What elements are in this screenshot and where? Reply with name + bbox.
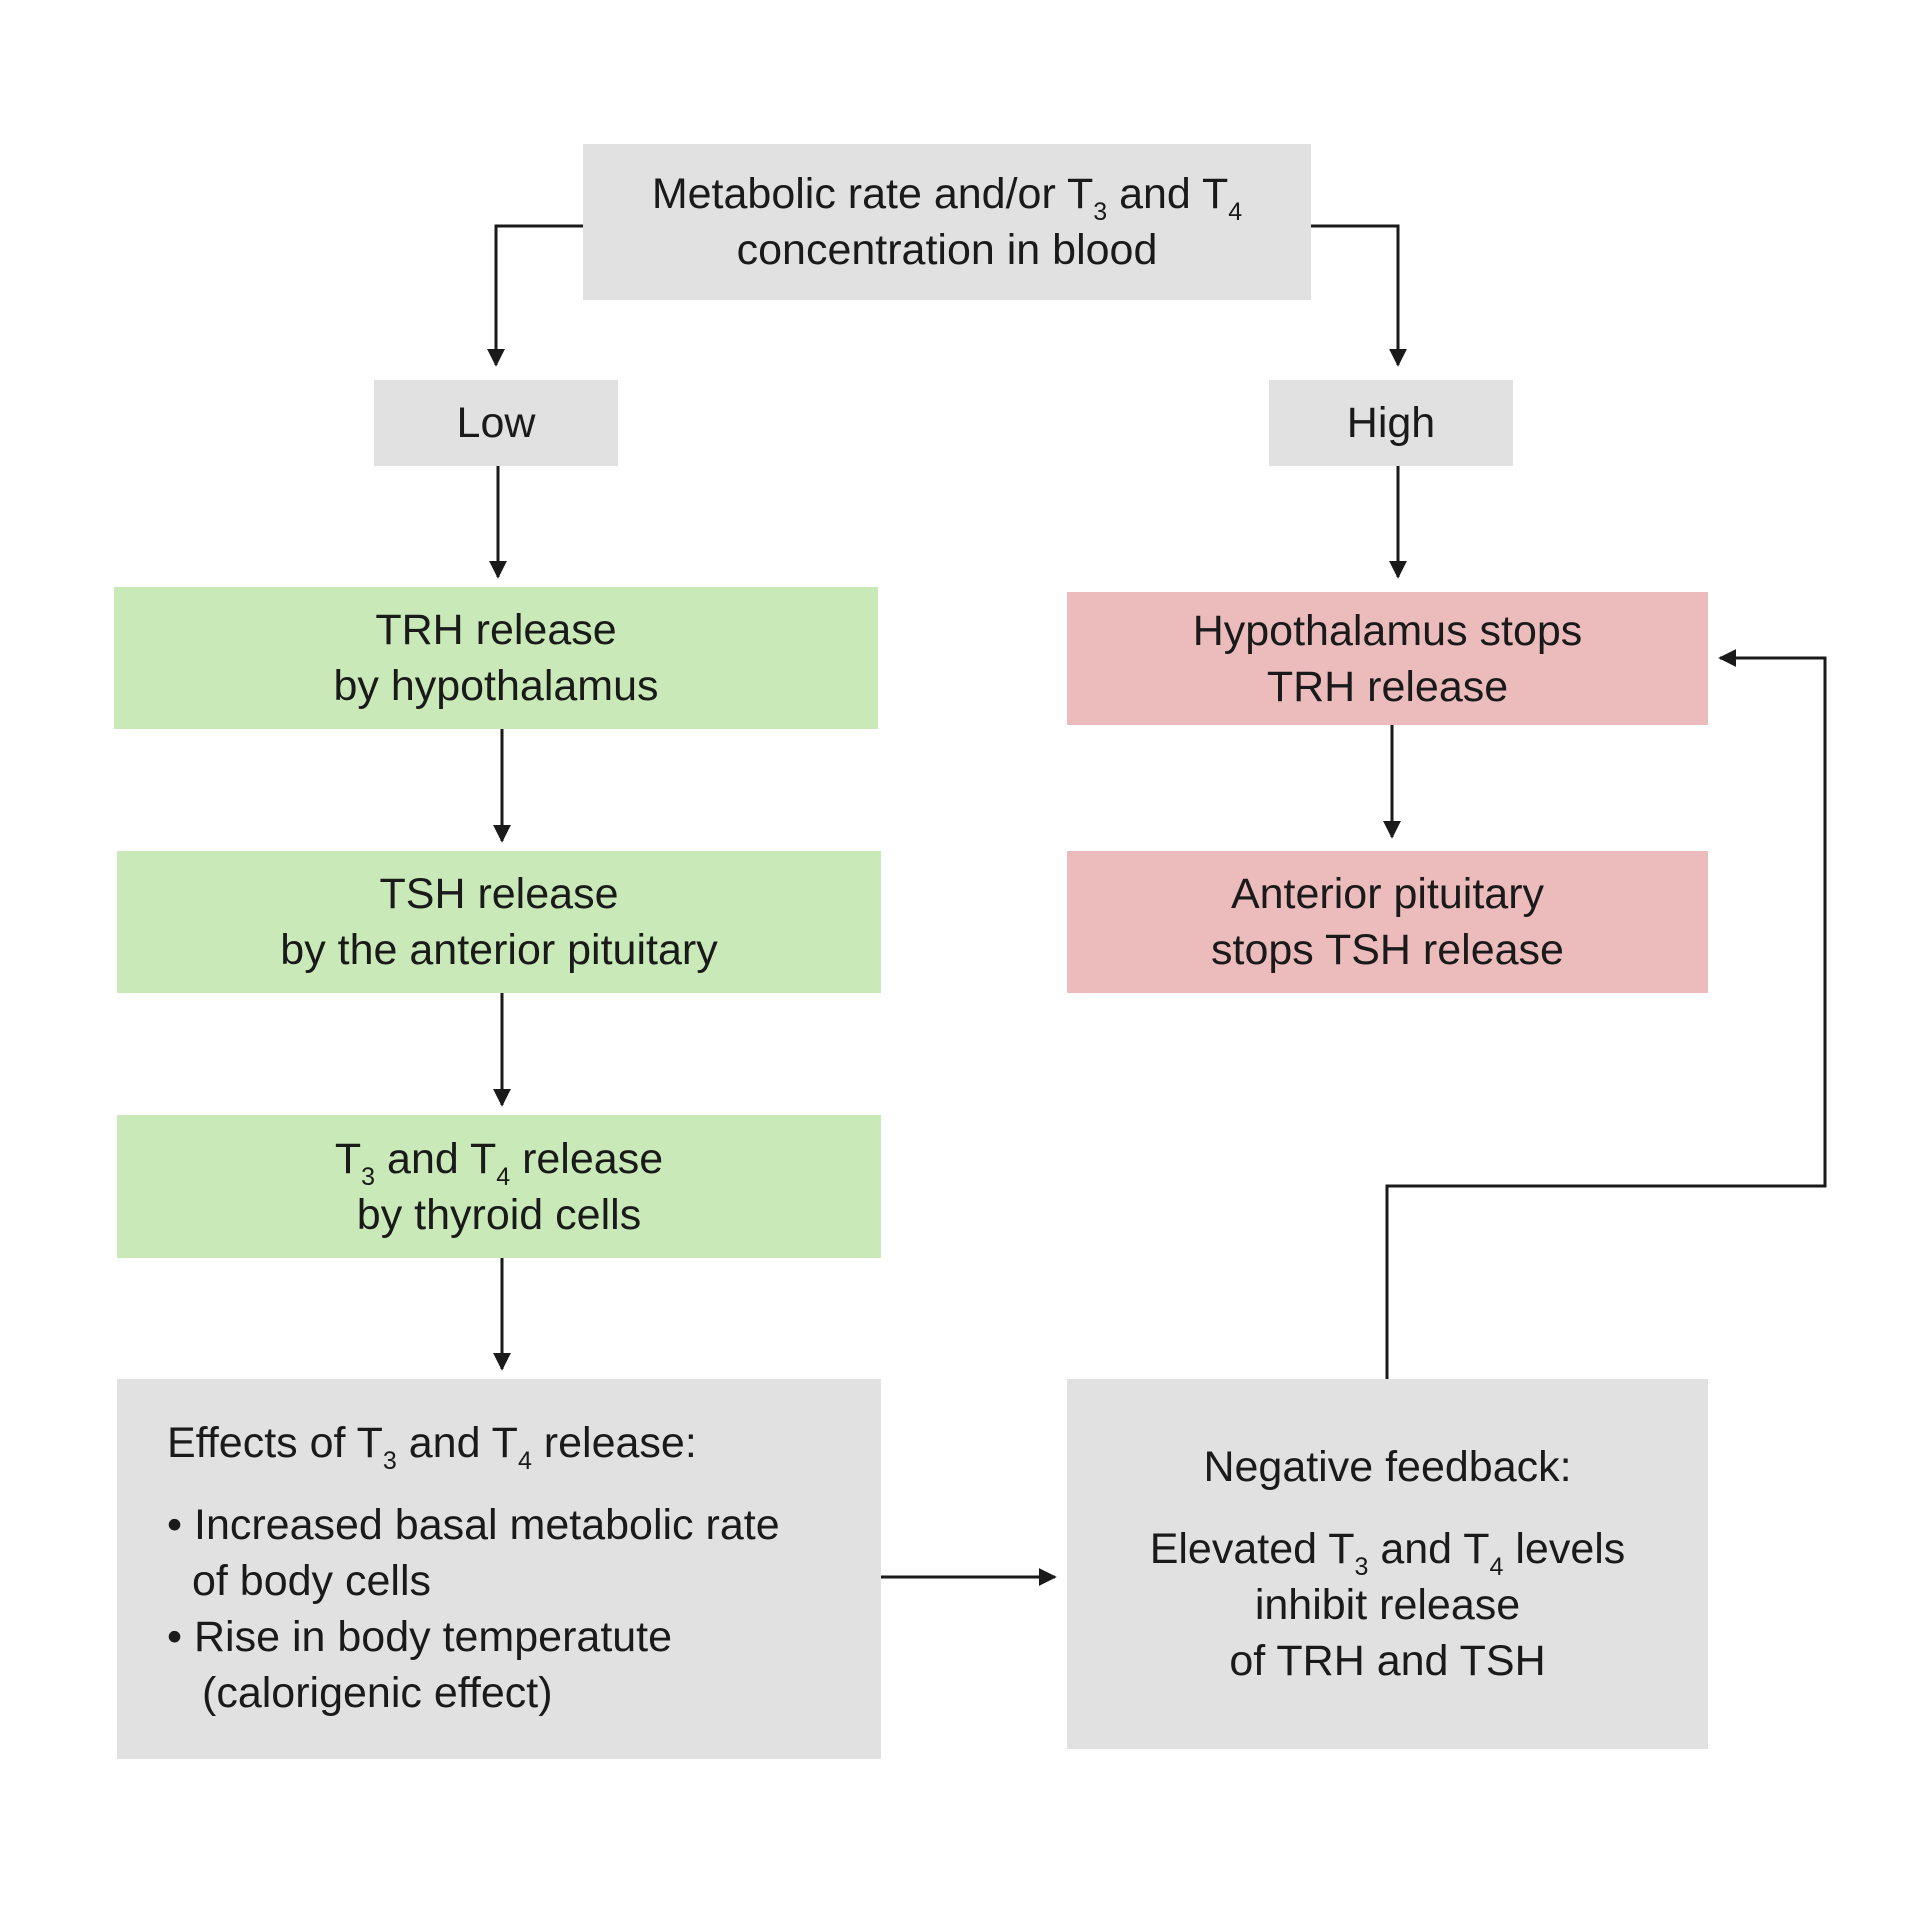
arrow-feedback-loop [1385, 649, 1827, 1379]
pituitary-stops-line-1: Anterior pituitary [1230, 870, 1545, 918]
metabolic-rate-line-1: Metabolic rate and/or T3 and T4 [651, 170, 1243, 226]
metabolic-rate-box: Metabolic rate and/or T3 and T4 concentr… [583, 144, 1311, 300]
hypothalamus-stops-line-1: Hypothalamus stops [1192, 606, 1583, 655]
negative-feedback-heading: Negative feedback: [1203, 1443, 1572, 1491]
high-box: High [1269, 380, 1513, 466]
effects-bullet-2-cont: (calorigenic effect) [202, 1669, 553, 1717]
effects-bullet-1: • Increased basal metabolic rate [167, 1501, 780, 1549]
negative-feedback-box: Negative feedback: Elevated T3 and T4 le… [1067, 1379, 1708, 1749]
t3-t4-release-line-1: T3 and T4 release [334, 1134, 664, 1191]
low-label: Low [456, 399, 536, 447]
tsh-release-box: TSH release by the anterior pituitary [117, 851, 881, 993]
trh-release-line-2: by hypothalamus [333, 662, 659, 710]
high-label: High [1346, 399, 1436, 447]
arrow-top-to-low [487, 224, 583, 367]
tsh-release-line-1: TSH release [379, 870, 619, 918]
hypothalamus-stops-box: Hypothalamus stops TRH release [1067, 592, 1708, 725]
effects-bullet-2: • Rise in body temperatute [167, 1613, 673, 1661]
effects-box: Effects of T3 and T4 release: • Increase… [117, 1379, 881, 1759]
trh-release-line-1: TRH release [375, 606, 617, 654]
metabolic-rate-line-2: concentration in blood [736, 226, 1158, 274]
pituitary-stops-box: Anterior pituitary stops TSH release [1067, 851, 1708, 993]
low-box: Low [374, 380, 618, 466]
hypothalamus-stops-line-2: TRH release [1266, 662, 1509, 711]
effects-bullet-1-cont: of body cells [192, 1557, 432, 1605]
t3-t4-release-box: T3 and T4 release by thyroid cells [117, 1115, 881, 1258]
arrow-top-to-high [1311, 224, 1407, 367]
t3-t4-release-line-2: by thyroid cells [356, 1190, 642, 1239]
negative-feedback-line-3: of TRH and TSH [1229, 1637, 1546, 1685]
pituitary-stops-line-2: stops TSH release [1211, 926, 1564, 974]
negative-feedback-line-1: Elevated T3 and T4 levels [1149, 1525, 1626, 1581]
effects-heading: Effects of T3 and T4 release: [167, 1419, 697, 1475]
trh-release-box: TRH release by hypothalamus [114, 587, 878, 729]
negative-feedback-line-2: inhibit release [1254, 1581, 1521, 1629]
tsh-release-line-2: by the anterior pituitary [280, 926, 718, 974]
